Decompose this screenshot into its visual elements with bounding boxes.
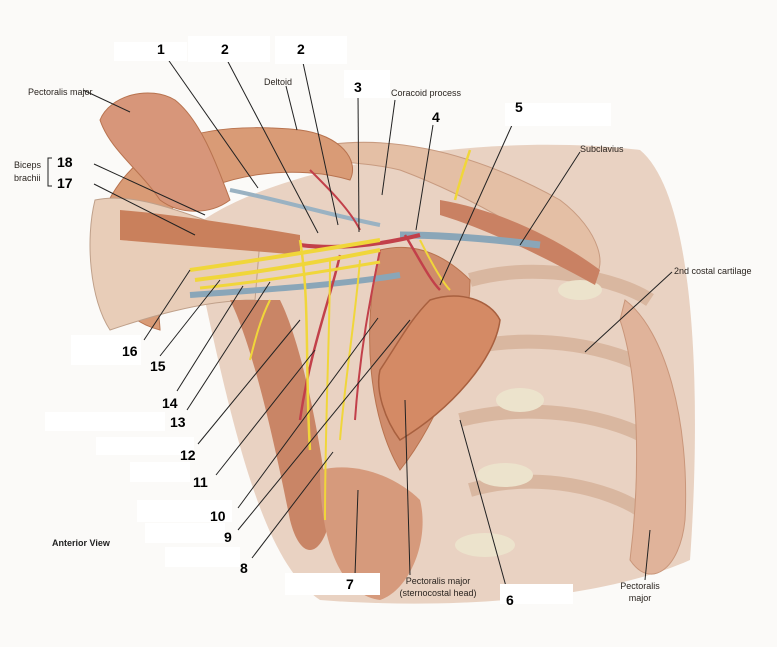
blank-label-box — [500, 584, 573, 604]
arm-muscle — [230, 300, 330, 550]
nerve — [194, 248, 381, 282]
label-deltoid: Deltoid — [264, 77, 293, 87]
number-label: 3 — [354, 79, 362, 95]
blank-label-box — [275, 36, 347, 64]
blank-label-box — [285, 573, 380, 595]
rib — [468, 264, 654, 306]
number-label: 11 — [193, 474, 208, 490]
number-label: 12 — [180, 447, 196, 463]
number-label: 1 — [157, 41, 165, 57]
blank-label-box — [130, 462, 190, 482]
label-biceps-brachii-1: Biceps — [14, 160, 42, 170]
blank-label-box — [145, 523, 225, 543]
number-label: 16 — [122, 343, 138, 359]
biceps-bracket — [47, 157, 52, 187]
blank-label-box — [45, 412, 165, 431]
number-label: 4 — [432, 109, 440, 125]
blank-label-box — [96, 437, 194, 455]
artery-branch — [403, 234, 441, 291]
costal-cartilage — [496, 388, 544, 412]
number-label: 7 — [346, 576, 354, 592]
number-label: 15 — [150, 358, 166, 374]
number-label: 13 — [170, 414, 186, 430]
nerve — [249, 299, 271, 361]
number-label: 18 — [57, 154, 73, 170]
label-pectoralis-major-sternocostal-1: Pectoralis major — [405, 576, 471, 586]
number-label: 6 — [506, 592, 514, 608]
blank-label-box — [165, 547, 240, 567]
nerve — [419, 239, 451, 291]
blank-label-box — [505, 103, 611, 126]
leader-lines — [82, 57, 673, 591]
biceps-brachii — [120, 210, 300, 255]
label-pectoralis-major-bottom-1: Pectoralis — [620, 581, 660, 591]
number-label: 10 — [210, 508, 226, 524]
label-second-costal-cartilage: 2nd costal cartilage — [674, 266, 752, 276]
artery-branch — [354, 249, 381, 421]
number-label: 2 — [221, 41, 229, 57]
nerve — [339, 259, 361, 441]
number-label: 2 — [297, 41, 305, 57]
pectoralis-major-reflected — [99, 92, 231, 212]
costal-cartilage — [558, 280, 602, 300]
axillary-vein — [189, 272, 401, 298]
blank-label-box — [71, 335, 141, 365]
pectoralis-major-sternocostal-flap — [378, 295, 501, 441]
number-label: 9 — [224, 529, 232, 545]
nerve — [298, 239, 312, 451]
label-biceps-brachii-2: brachii — [14, 173, 41, 183]
nerve — [453, 149, 472, 201]
costal-cartilage — [477, 463, 533, 487]
blank-label-box — [344, 70, 390, 98]
number-label: 5 — [515, 99, 523, 115]
artery-branch — [298, 254, 342, 421]
artery-branch — [309, 169, 361, 231]
number-label: 17 — [57, 175, 73, 191]
label-coracoid-process: Coracoid process — [391, 88, 462, 98]
nerve — [189, 238, 381, 272]
serratus — [320, 467, 423, 600]
blank-label-box — [188, 36, 270, 62]
blank-label-box — [114, 42, 187, 61]
label-pectoralis-major-bottom-2: major — [628, 593, 652, 603]
costal-cartilage — [455, 533, 515, 557]
number-label: 14 — [162, 395, 178, 411]
pectoralis-major-sternal — [619, 299, 687, 575]
label-pectoralis-major-top: Pectoralis major — [28, 87, 93, 97]
blank-label-box — [137, 500, 232, 522]
view-label: Anterior View — [52, 538, 110, 548]
label-pectoralis-major-sternocostal-2: (sternocostal head) — [399, 588, 477, 598]
number-label: 8 — [240, 560, 248, 576]
nerve — [324, 259, 331, 521]
label-subclavius: Subclavius — [580, 144, 624, 154]
